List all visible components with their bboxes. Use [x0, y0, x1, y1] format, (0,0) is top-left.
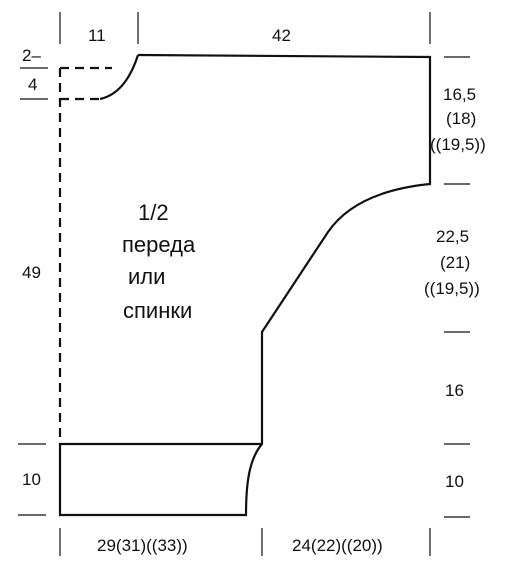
label-armhole-1: 16,5: [443, 85, 476, 104]
title-fraction: 1/2: [138, 200, 169, 225]
label-raglan-3: ((19,5)): [424, 279, 480, 298]
label-neck-bottom: 4: [28, 75, 37, 94]
label-body-height: 49: [22, 263, 41, 282]
label-neck-top: 2–: [22, 46, 41, 65]
label-rib-height: 10: [22, 470, 41, 489]
label-side-height: 16: [445, 381, 464, 400]
label-width-sleeve: 24(22)((20)): [292, 536, 383, 555]
label-raglan-1: 22,5: [436, 227, 469, 246]
title-line-3: спинки: [123, 298, 192, 323]
label-cuff-height: 10: [445, 472, 464, 491]
garment-outline: [58, 53, 432, 517]
title-line-2: или: [128, 264, 165, 289]
label-shoulder-right: 42: [272, 26, 291, 45]
neckline-curve: [99, 54, 140, 101]
label-shoulder-left: 11: [88, 26, 106, 45]
label-width-body: 29(31)((33)): [97, 536, 188, 555]
title-line-1: переда: [122, 232, 196, 257]
label-raglan-2: (21): [440, 253, 470, 272]
label-armhole-3: ((19,5)): [430, 135, 486, 154]
label-armhole-2: (18): [446, 109, 476, 128]
